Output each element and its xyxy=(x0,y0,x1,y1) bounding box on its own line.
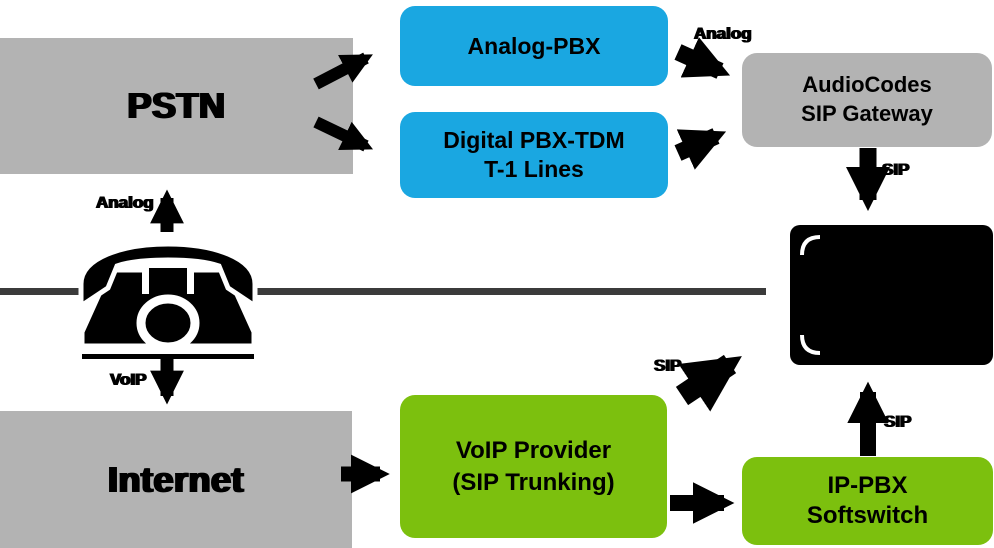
node-ip-pbx: IP-PBX Softswitch xyxy=(742,457,993,545)
node-audiocodes-gateway: AudioCodes SIP Gateway xyxy=(742,53,992,147)
internet-label: Internet xyxy=(107,458,244,500)
arrow-analog-pbx-to-gateway xyxy=(674,37,731,79)
ip-phone-icon xyxy=(790,225,993,365)
node-internet: Internet xyxy=(0,411,352,548)
node-digital-pbx: Digital PBX-TDM T-1 Lines xyxy=(400,112,668,198)
voip-provider-label-line2: (SIP Trunking) xyxy=(452,468,615,496)
voip-provider-label-line1: VoIP Provider xyxy=(455,437,612,465)
node-voip-provider: VoIP Provider (SIP Trunking) xyxy=(400,395,667,538)
analog-pbx-label: Analog-PBX xyxy=(467,32,601,59)
edge-label-trunk-sip: SIP xyxy=(654,356,682,375)
edge-label-analog-to-gateway: Analog xyxy=(694,24,752,43)
edge-label-gateway-sip: SIP xyxy=(882,160,910,179)
desk-phone-icon xyxy=(78,228,258,362)
edge-label-ippbx-sip: SIP xyxy=(884,412,912,431)
edge-label-phone-voip: VoIP xyxy=(110,370,147,389)
pstn-label: PSTN xyxy=(127,85,226,126)
audiocodes-label-line1: AudioCodes xyxy=(802,72,932,98)
horizontal-divider xyxy=(0,288,766,295)
arrow-digital-pbx-to-gateway xyxy=(674,128,727,170)
audiocodes-label-line2: SIP Gateway xyxy=(801,101,933,126)
edge-label-phone-analog: Analog xyxy=(96,193,154,212)
digital-pbx-label-line1: Digital PBX-TDM xyxy=(443,127,625,154)
node-analog-pbx: Analog-PBX xyxy=(400,6,668,86)
node-pstn: PSTN xyxy=(0,38,353,174)
digital-pbx-label-line2: T-1 Lines xyxy=(484,156,584,182)
ip-pbx-label-line2: Softswitch xyxy=(806,502,929,529)
ip-pbx-label-line1: IP-PBX xyxy=(827,472,908,499)
arrow-voip-provider-to-ip-phone xyxy=(675,354,742,412)
